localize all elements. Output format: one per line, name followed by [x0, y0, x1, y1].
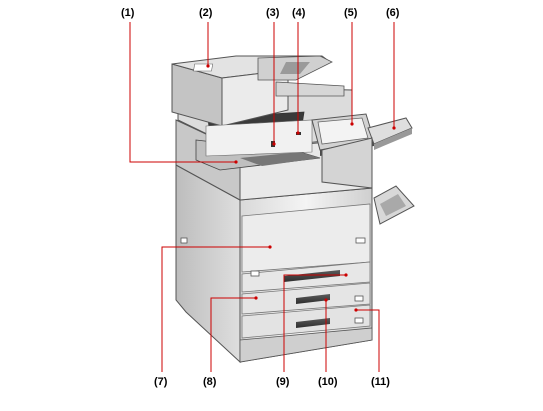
tray-3-latch — [354, 317, 364, 324]
feeder-paper-guide — [280, 62, 310, 74]
leader-end-8 — [254, 296, 258, 300]
callout-2: (2) — [199, 7, 213, 19]
output-tray-shadow — [240, 152, 320, 166]
operation-panel-screen — [317, 117, 369, 145]
feeder-exit — [275, 81, 345, 97]
leader-11 — [356, 309, 380, 372]
leader-end-6 — [392, 126, 396, 130]
tray-handle-1 — [284, 270, 340, 282]
callout-3: (3) — [266, 7, 280, 19]
callout-1: (1) — [121, 7, 135, 19]
feeder-label — [193, 63, 214, 72]
right-exit-tray-lip — [374, 128, 412, 150]
leader-end-2 — [206, 64, 210, 68]
leader-end-4 — [296, 131, 300, 135]
callout-8: (8) — [203, 376, 217, 388]
right-engine-side — [321, 137, 373, 189]
callout-6: (6) — [386, 7, 400, 19]
front-cover-latch — [355, 237, 366, 244]
front-strip — [205, 119, 313, 157]
tray-1-latch — [250, 270, 260, 277]
leader-9 — [283, 274, 346, 372]
side-latch — [180, 237, 188, 244]
callout-7: (7) — [154, 376, 168, 388]
leader-end-5 — [350, 122, 354, 126]
callout-5: (5) — [344, 7, 358, 19]
callout-11: (11) — [371, 376, 390, 388]
tray-handle-2 — [296, 294, 330, 304]
leader-7 — [161, 246, 270, 372]
callout-4: (4) — [292, 7, 306, 19]
leader-1 — [129, 22, 236, 163]
leader-end-1 — [234, 160, 238, 164]
leader-end-10 — [324, 298, 328, 302]
leader-end-9 — [344, 273, 348, 277]
leader-lines — [129, 22, 396, 372]
tray-2-latch — [354, 295, 364, 302]
bypass-tray-slot — [380, 194, 406, 216]
leader-end-11 — [354, 308, 358, 312]
front-cover — [241, 203, 371, 273]
cabinet-base — [239, 327, 373, 363]
leader-8 — [210, 297, 256, 372]
tray-handle-3 — [296, 318, 330, 328]
callout-10: (10) — [318, 376, 338, 388]
callout-9: (9) — [276, 376, 290, 388]
leader-end-3 — [272, 142, 276, 146]
leader-end-7 — [268, 245, 272, 249]
